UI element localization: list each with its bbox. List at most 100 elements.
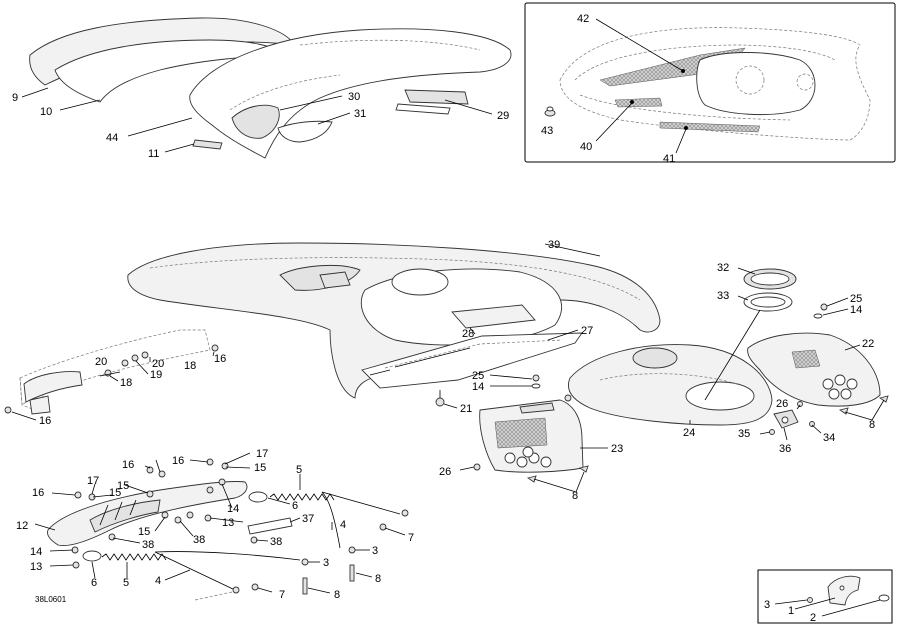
panel-22 xyxy=(747,332,881,407)
upper-body-assembly: 39 28 27 21 25 14 xyxy=(127,239,661,415)
handle-bracket-assembly: 16 20 20 19 18 18 16 xyxy=(4,329,226,427)
cable-4-upper xyxy=(321,491,341,549)
callout-16-bracket-top: 16 xyxy=(214,353,226,365)
callout-38-a: 38 xyxy=(142,539,154,551)
callout-8-right: 8 xyxy=(869,419,875,431)
part-40-mesh xyxy=(614,97,663,108)
callout-7-upper: 7 xyxy=(408,532,414,544)
callout-5-upper: 5 xyxy=(296,464,302,476)
callout-35: 35 xyxy=(738,428,750,440)
spring-5-lower xyxy=(101,553,167,561)
callout-34: 34 xyxy=(823,432,835,444)
callout-6-upper: 6 xyxy=(292,500,298,512)
callout-12: 12 xyxy=(16,520,28,532)
part-11 xyxy=(192,139,223,150)
callout-5-lower: 5 xyxy=(123,577,129,589)
callout-21: 21 xyxy=(460,403,472,415)
panel-28 xyxy=(451,304,536,329)
callout-27: 27 xyxy=(581,325,593,337)
part-29 xyxy=(404,89,469,105)
seat-part-9 xyxy=(29,17,296,86)
callout-24: 24 xyxy=(683,427,695,439)
callout-7-lower: 7 xyxy=(279,589,285,601)
callout-16-bracket-bottom: 16 xyxy=(39,415,51,427)
callout-40: 40 xyxy=(580,141,592,153)
callout-26-right: 26 xyxy=(776,398,788,410)
callout-13-latch-a: 13 xyxy=(222,517,234,529)
plate-37 xyxy=(247,517,293,535)
callout-13-latch-b: 13 xyxy=(30,561,42,573)
callout-15-latch-b: 15 xyxy=(117,480,129,492)
callout-39: 39 xyxy=(548,239,560,251)
tray-27 xyxy=(361,332,583,389)
callout-16-latch-c: 16 xyxy=(172,455,184,467)
washer-14 xyxy=(531,383,541,389)
spring-5-upper xyxy=(269,493,335,501)
callout-2: 2 xyxy=(810,612,816,624)
callout-16-latch-b: 16 xyxy=(122,459,134,471)
callout-4-upper: 4 xyxy=(340,519,346,531)
callout-16-latch-a: 16 xyxy=(32,487,44,499)
part-31 xyxy=(277,120,333,143)
callout-15-latch-a: 15 xyxy=(109,487,121,499)
callout-17-latch-a: 17 xyxy=(87,475,99,487)
callout-42: 42 xyxy=(577,13,589,25)
callout-10: 10 xyxy=(40,106,52,118)
callout-15-latch-d: 15 xyxy=(138,526,150,538)
callout-3-upper: 3 xyxy=(372,545,378,557)
ring-6-lower xyxy=(82,550,102,562)
callout-18-right: 18 xyxy=(184,360,196,372)
callout-26-door: 26 xyxy=(439,466,451,478)
callout-1: 1 xyxy=(788,605,794,617)
callout-37: 37 xyxy=(302,513,314,525)
cable-4-lower xyxy=(154,551,301,561)
callout-23: 23 xyxy=(611,443,623,455)
clip-detail-inset: 3 1 2 xyxy=(757,569,893,624)
callout-18-left: 18 xyxy=(120,377,132,389)
callout-9: 9 xyxy=(12,92,18,104)
callout-29: 29 xyxy=(497,110,509,122)
callout-8-latch-a: 8 xyxy=(375,573,381,585)
bolt-21 xyxy=(435,397,445,407)
callout-14-mid: 14 xyxy=(472,381,484,393)
callout-31: 31 xyxy=(354,108,366,120)
latch-assembly: 16 17 15 16 15 16 17 15 5 12 6 37 14 13 … xyxy=(16,448,414,604)
callout-14-right: 14 xyxy=(850,304,862,316)
ring-6-upper xyxy=(248,491,268,503)
callout-28: 28 xyxy=(462,328,474,340)
part-41-mesh xyxy=(659,121,761,133)
callout-14-latch-a: 14 xyxy=(227,503,239,515)
callout-3-lower: 3 xyxy=(323,557,329,569)
callout-8-door: 8 xyxy=(572,490,578,502)
screw-25 xyxy=(532,374,540,382)
callout-43: 43 xyxy=(541,125,553,137)
callout-6-lower: 6 xyxy=(91,577,97,589)
callout-25-right: 25 xyxy=(850,293,862,305)
callout-41: 41 xyxy=(663,153,675,165)
detail-frame xyxy=(757,569,893,624)
drawing-code: 38L0601 xyxy=(35,595,67,604)
callout-38-b: 38 xyxy=(193,534,205,546)
callout-32: 32 xyxy=(717,262,729,274)
part-30 xyxy=(231,104,280,139)
callout-33: 33 xyxy=(717,290,729,302)
callout-8-latch-b: 8 xyxy=(334,589,340,601)
callout-3-detail: 3 xyxy=(764,599,770,611)
callout-25-mid: 25 xyxy=(472,370,484,382)
callout-36: 36 xyxy=(779,443,791,455)
top-view-inset: 42 43 40 41 xyxy=(524,2,896,165)
clip-part xyxy=(827,575,861,606)
callout-11: 11 xyxy=(148,148,159,160)
callout-30: 30 xyxy=(348,91,360,103)
callout-14-latch-b: 14 xyxy=(30,546,42,558)
callout-4-lower: 4 xyxy=(155,575,161,587)
callout-20-left: 20 xyxy=(95,356,107,368)
callout-38-c: 38 xyxy=(270,536,282,548)
callout-15-latch-c: 15 xyxy=(254,462,266,474)
seat-assembly: 9 10 44 11 30 31 29 xyxy=(12,17,512,160)
console-assembly: 32 33 25 14 22 26 8 35 34 36 24 23 26 8 xyxy=(439,262,889,502)
callout-19: 19 xyxy=(150,369,162,381)
callout-44: 44 xyxy=(106,132,118,144)
handle-bracket xyxy=(19,329,211,406)
